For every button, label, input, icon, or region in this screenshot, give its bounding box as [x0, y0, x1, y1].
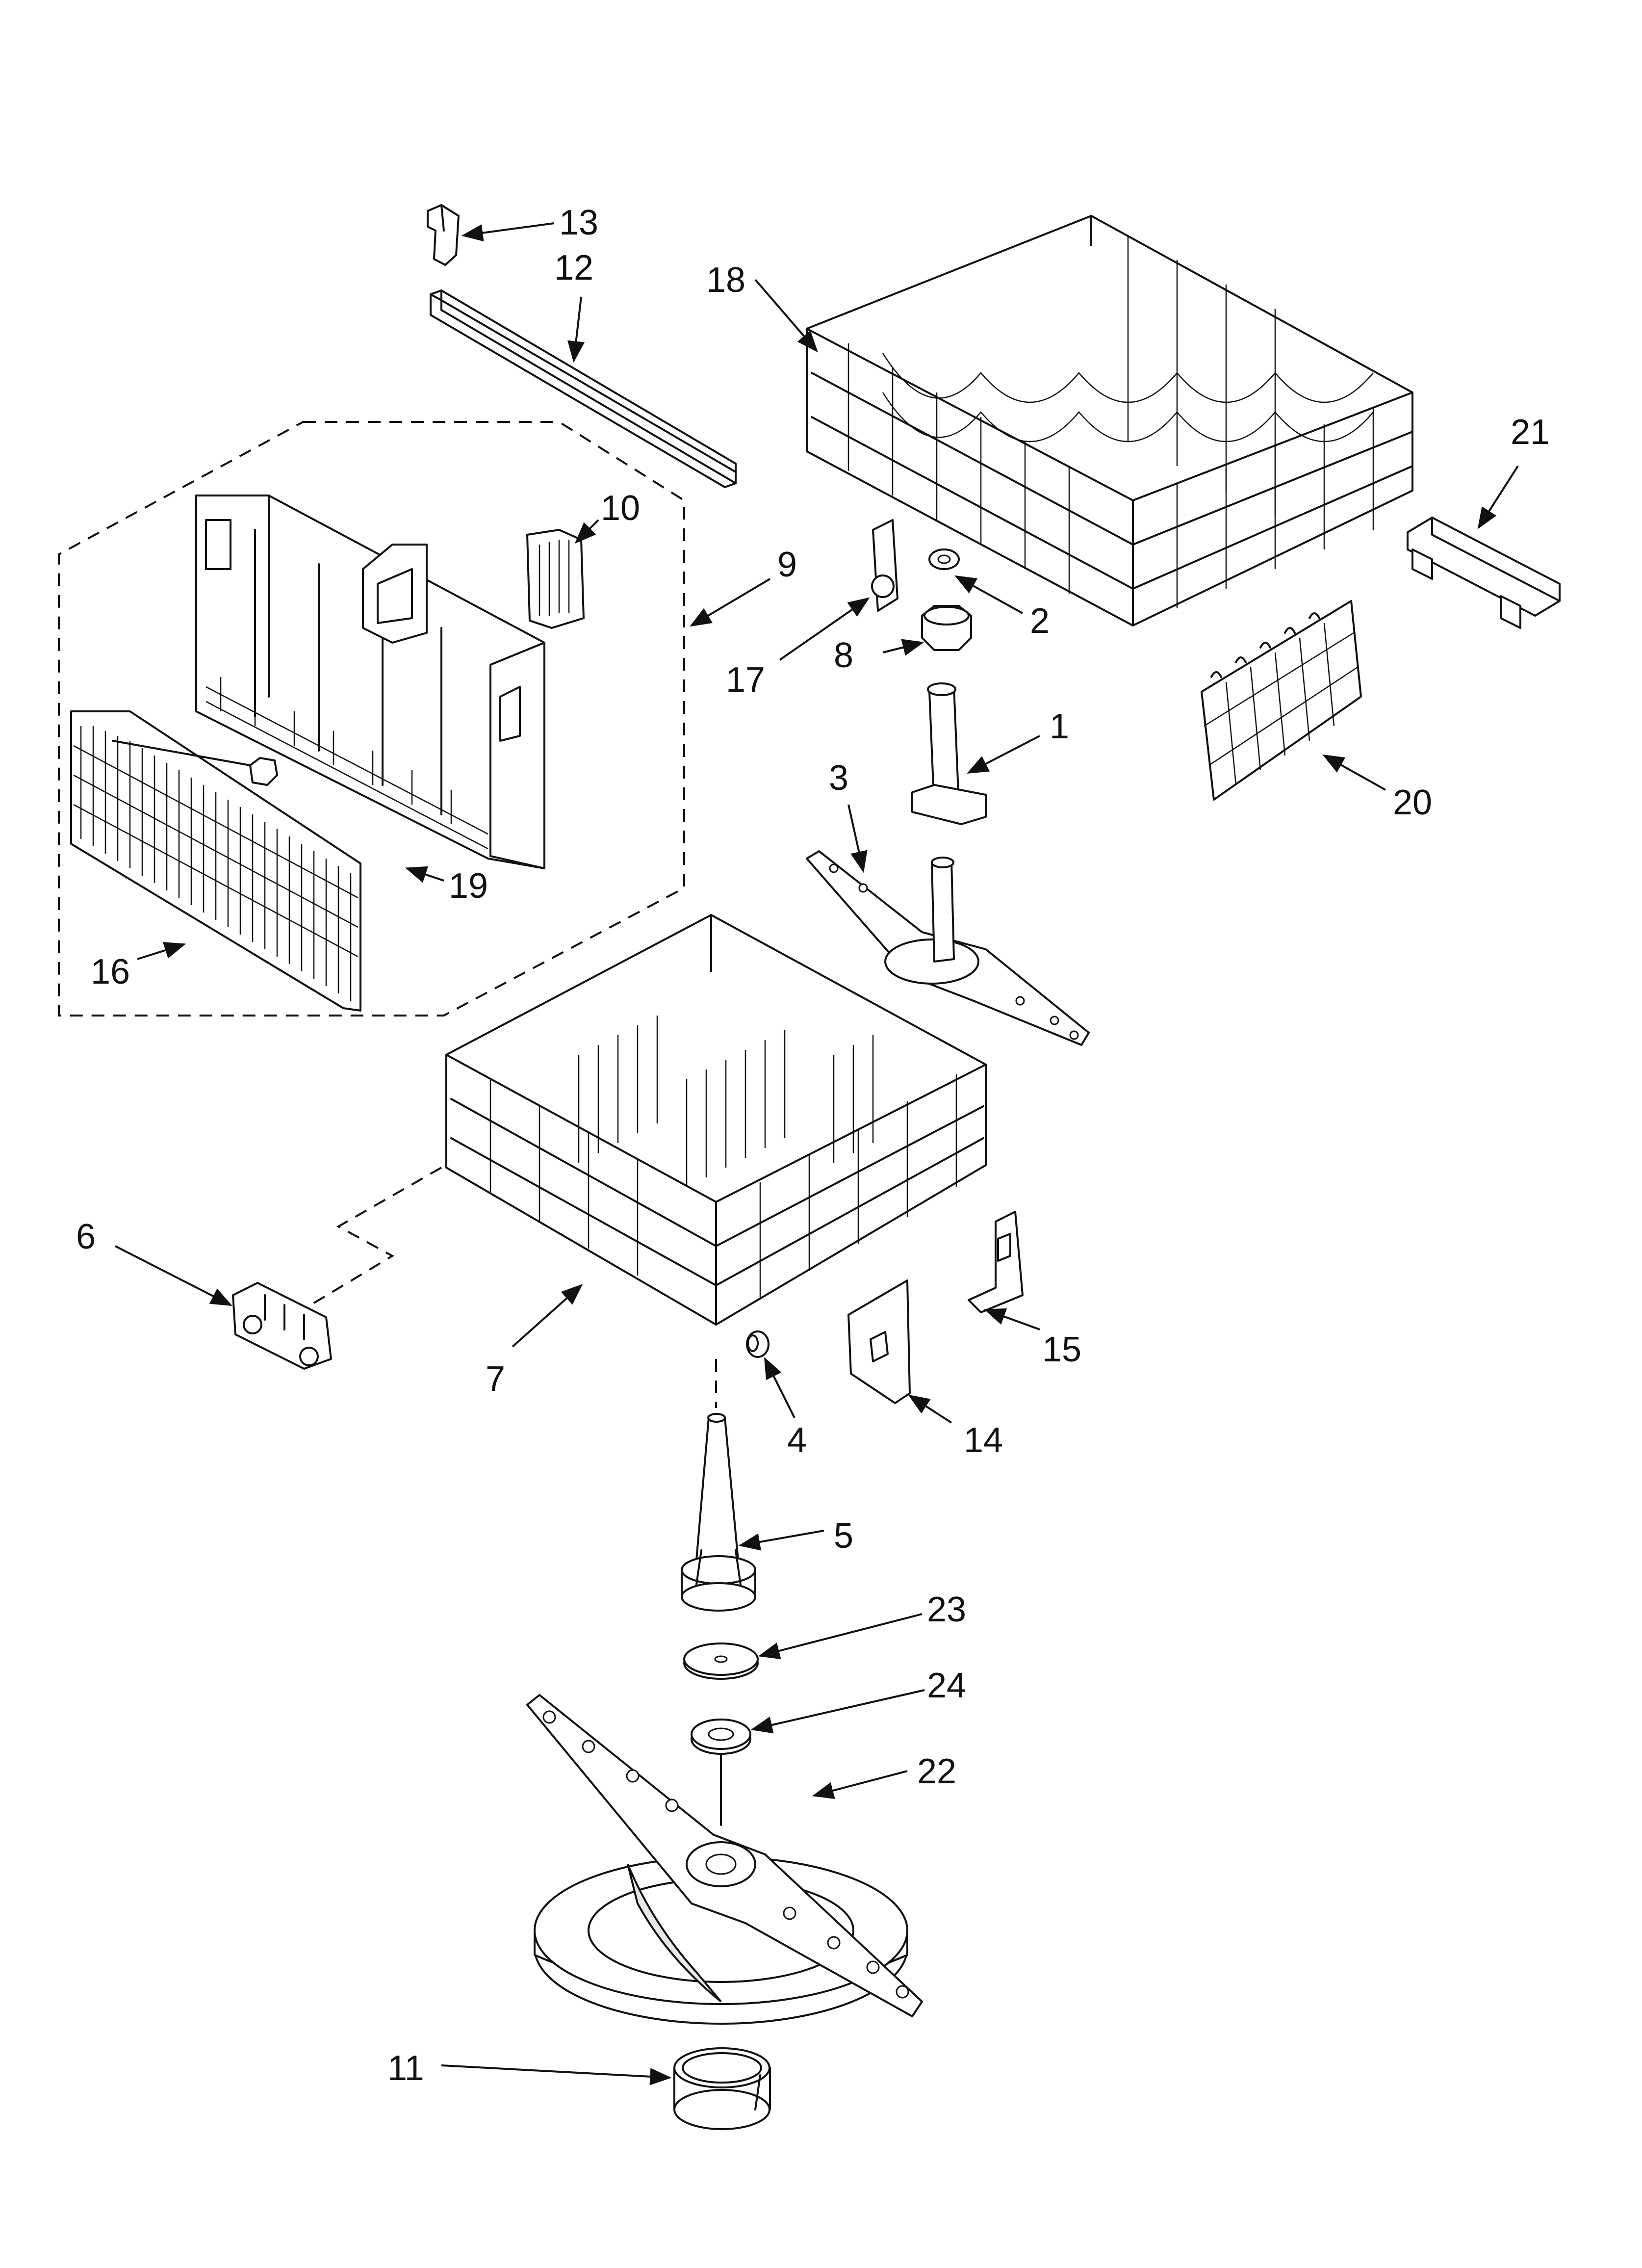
part-14-rack-stop — [847, 1279, 911, 1404]
callout-14: 14 — [964, 1421, 1003, 1460]
part-13-clip — [427, 204, 460, 266]
part-7-lower-rack — [445, 914, 987, 1326]
part-4-stop — [746, 1330, 770, 1358]
callout-17: 17 — [726, 660, 765, 700]
leader-lines — [115, 222, 1519, 2086]
callout-12: 12 — [554, 248, 593, 287]
part-3-upper-spray-arm — [806, 850, 1090, 1046]
callout-7: 7 — [486, 1359, 505, 1399]
callout-1: 1 — [1050, 707, 1069, 746]
part-16-basket-cover — [70, 710, 361, 1012]
part-17-bracket — [871, 519, 898, 612]
callout-3: 3 — [829, 758, 848, 798]
callout-5: 5 — [834, 1516, 853, 1556]
callout-4: 4 — [787, 1421, 807, 1460]
part-20-shelf-insert — [1201, 600, 1362, 801]
callout-8: 8 — [834, 636, 853, 675]
basket-assembly-outline — [58, 421, 685, 1017]
callout-15: 15 — [1042, 1330, 1081, 1369]
callout-10: 10 — [601, 489, 640, 528]
callout-22: 22 — [917, 1752, 956, 1791]
part-2-washer — [928, 548, 960, 570]
part-22-lower-spray-arm — [526, 1694, 923, 2025]
callout-11: 11 — [387, 2049, 424, 2088]
part-18-upper-rack — [806, 215, 1413, 626]
callout-20: 20 — [1393, 783, 1432, 822]
part-9-silverware-basket — [195, 495, 545, 869]
callout-2: 2 — [1030, 601, 1050, 641]
callout-18: 18 — [706, 261, 745, 300]
callout-9: 9 — [777, 545, 797, 584]
callout-labels: 13 12 18 21 10 9 2 17 8 1 3 20 19 16 6 7… — [76, 203, 1550, 2088]
part-10-lid — [526, 529, 585, 629]
part-1-conduit — [911, 682, 987, 825]
callout-24: 24 — [927, 1666, 966, 1705]
part-5-spray-tower — [681, 1413, 756, 1612]
callout-23: 23 — [927, 1590, 966, 1629]
part-12-rail — [430, 289, 737, 488]
part-6-rack-wheel — [232, 1282, 332, 1370]
part-11-filter-ring — [673, 2047, 771, 2130]
part-24-seal — [691, 1719, 751, 1755]
part-15-stop-clip — [968, 1211, 1024, 1313]
callout-16: 16 — [91, 952, 130, 991]
part-23-washer — [683, 1642, 759, 1680]
callout-6: 6 — [76, 1217, 96, 1256]
part-21-rack-bumper — [1407, 517, 1561, 629]
callout-19: 19 — [449, 866, 488, 906]
part-19-hinge — [112, 740, 278, 786]
callout-13: 13 — [559, 203, 598, 242]
part-8-nut — [921, 605, 972, 651]
rack-wheel-connector — [293, 1167, 442, 1316]
callout-21: 21 — [1511, 413, 1550, 452]
